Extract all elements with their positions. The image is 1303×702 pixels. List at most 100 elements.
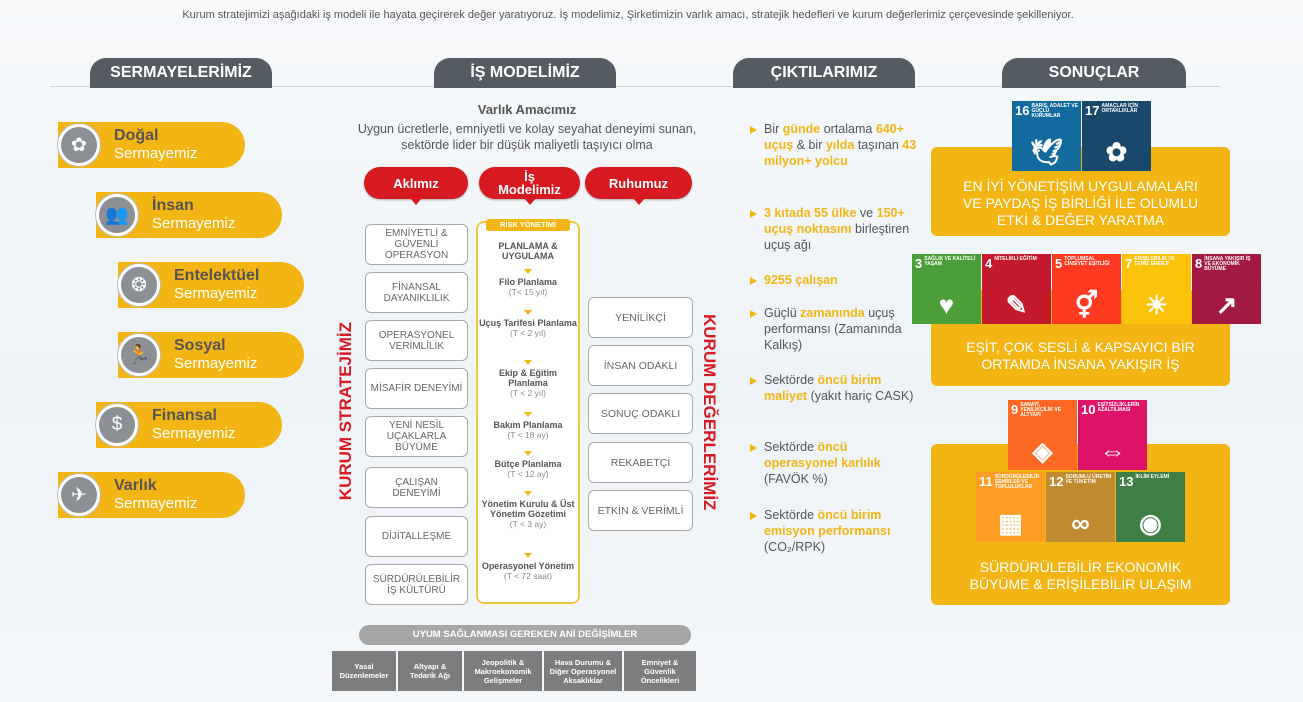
- city-icon: ▦: [998, 508, 1023, 538]
- strategy-box: FİNANSAL DAYANIKLILIK: [365, 272, 468, 313]
- sdg-title: AMAÇLAR İÇİN ORTAKLIKLAR: [1101, 103, 1139, 114]
- planning-step-name: Yönetim Kurulu & Üst Yönetim Gözetimi: [481, 499, 575, 519]
- output-highlight: zamanında: [800, 306, 865, 320]
- tag-mind: Aklımız: [364, 167, 468, 205]
- strategy-box: YENİ NESİL UÇAKLARLA BÜYÜME: [365, 416, 468, 457]
- sdg-number: 9: [1011, 402, 1019, 417]
- output-item: 9255 çalışan: [750, 272, 920, 288]
- output-highlight: öncü operasyonel karlılık: [764, 440, 881, 470]
- value-box: REKABETÇİ: [588, 442, 693, 483]
- planning-step: PLANLAMA & UYGULAMA: [478, 241, 578, 261]
- output-text: Sektörde: [764, 440, 818, 454]
- down-arrow-icon: [524, 412, 532, 417]
- planning-step: Uçuş Tarifesi Planlama(T < 2 yıl): [478, 318, 578, 338]
- change-item: Hava Durumu & Diğer Operasyonel Aksaklık…: [544, 651, 622, 691]
- strategy-box: DİJİTALLEŞME: [365, 516, 468, 557]
- cubes-icon: ◈: [1032, 436, 1053, 466]
- planning-step: Bütçe Planlama(T < 12 ay): [478, 459, 578, 479]
- output-item: Sektörde öncü birim emisyon performansı …: [750, 507, 920, 555]
- sdg-number: 17: [1085, 103, 1100, 118]
- output-text: Bir: [764, 122, 783, 136]
- planning-step-horizon: (T < 2 yıl): [510, 388, 546, 398]
- header-model: İŞ MODELİMİZ: [434, 58, 616, 88]
- output-text: (FAVÖK %): [764, 472, 828, 486]
- capital-subtitle: Sermayemiz: [174, 355, 258, 372]
- strategy-box: EMNİYETLİ & GÜVENLİ OPERASYON: [365, 224, 468, 265]
- strategy-box: SÜRDÜRÜLEBİLİR İŞ KÜLTÜRÜ: [365, 564, 468, 605]
- eye-globe-icon: ◉: [1139, 508, 1162, 538]
- down-arrow-icon: [524, 310, 532, 315]
- output-highlight: 3 kıtada 55 ülke: [764, 206, 857, 220]
- planning-step-horizon: (T < 72 saat): [503, 571, 553, 581]
- output-item: 3 kıtada 55 ülke ve 150+ uçuş noktasını …: [750, 205, 920, 253]
- running-person-icon: 🏃: [118, 334, 160, 376]
- sdg-number: 7: [1125, 256, 1133, 271]
- values-vertical-label: KURUM DEĞERLERİMİZ: [700, 314, 719, 511]
- down-arrow-icon: [524, 269, 532, 274]
- output-highlight: 640+ uçuş: [764, 122, 904, 152]
- sdg-title: İNSANA YAKIŞIR İŞ VE EKONOMİK BÜYÜME: [1204, 256, 1251, 272]
- output-highlight: 150+ uçuş noktasını: [764, 206, 905, 236]
- tag-spirit: Ruhumuz: [585, 167, 692, 205]
- output-item: Sektörde öncü operasyonel karlılık (FAVÖ…: [750, 439, 920, 487]
- change-item: Altyapı & Tedarik Ağı: [398, 651, 462, 691]
- output-text: Sektörde: [764, 373, 818, 387]
- down-arrow-icon: [524, 360, 532, 365]
- sdg-title: SORUMLU ÜRETİM VE TÜKETİM: [1065, 474, 1112, 485]
- output-text: ve: [856, 206, 877, 220]
- planning-step-horizon: (T < 2 yıl): [510, 328, 546, 338]
- capital-subtitle: Sermayemiz: [114, 145, 198, 162]
- output-highlight: öncü birim maliyet: [764, 373, 882, 403]
- output-text: ortalama: [820, 122, 876, 136]
- value-box: SONUÇ ODAKLI: [588, 393, 693, 434]
- output-item: Bir günde ortalama 640+ uçuş & bir yılda…: [750, 121, 920, 169]
- gender-icon: ⚥: [1074, 290, 1099, 320]
- down-arrow-icon: [524, 451, 532, 456]
- airplane-icon: ✈: [58, 474, 100, 516]
- capital-title: İnsan: [152, 197, 194, 214]
- tag-model: İş Modelimiz: [479, 167, 580, 205]
- output-text: & bir: [793, 138, 826, 152]
- change-item: Jeopolitik & Makroekonomik Gelişmeler: [464, 651, 542, 691]
- sdg-number: 3: [915, 256, 923, 271]
- output-highlight: öncü birim emisyon performansı: [764, 508, 891, 538]
- result-text-2: EŞİT, ÇOK SESLİ & KAPSAYICI BİR ORTAMDA …: [966, 339, 1195, 372]
- capital-title: Sosyal: [174, 337, 226, 354]
- strategy-box: MİSAFİR DENEYİMİ: [365, 368, 468, 409]
- sdg-number: 8: [1195, 256, 1203, 271]
- brain-icon: ❂: [118, 264, 160, 306]
- planning-step-name: Bakım Planlama: [493, 420, 563, 430]
- people-icon: 👥: [96, 194, 138, 236]
- value-box: İNSAN ODAKLI: [588, 345, 693, 386]
- growth-chart-icon: ↗: [1215, 290, 1238, 320]
- sdg-title: NİTELİKLİ EĞİTİM: [994, 256, 1037, 262]
- equality-icon: ⇔: [1099, 436, 1126, 466]
- capital-title: Varlık: [114, 477, 157, 494]
- adapt-bar: UYUM SAĞLANMASI GEREKEN ANİ DEĞİŞİMLER: [359, 625, 691, 645]
- output-text: Güçlü: [764, 306, 801, 320]
- down-arrow-icon: [524, 553, 532, 558]
- sdg-title: BARIŞ, ADALET VE GÜÇLÜ KURUMLAR: [1031, 103, 1078, 119]
- capital-title: Entelektüel: [174, 267, 260, 284]
- money-plant-icon: $: [96, 404, 138, 446]
- planning-step: Operasyonel Yönetim(T < 72 saat): [478, 561, 578, 581]
- output-item: Güçlü zamanında uçuş performansı (Zamanı…: [750, 305, 920, 353]
- output-text: Sektörde: [764, 508, 818, 522]
- planning-step: Bakım Planlama(T < 18 ay): [478, 420, 578, 440]
- sdg-title: SANAYİ, YENİLİKÇİLİK VE ALTYAPI: [1020, 402, 1062, 418]
- sdg-number: 10: [1081, 402, 1096, 417]
- capital-subtitle: Sermayemiz: [152, 425, 236, 442]
- change-item: Emniyet & Güvenlik Öncelikleri: [624, 651, 696, 691]
- down-arrow-icon: [524, 491, 532, 496]
